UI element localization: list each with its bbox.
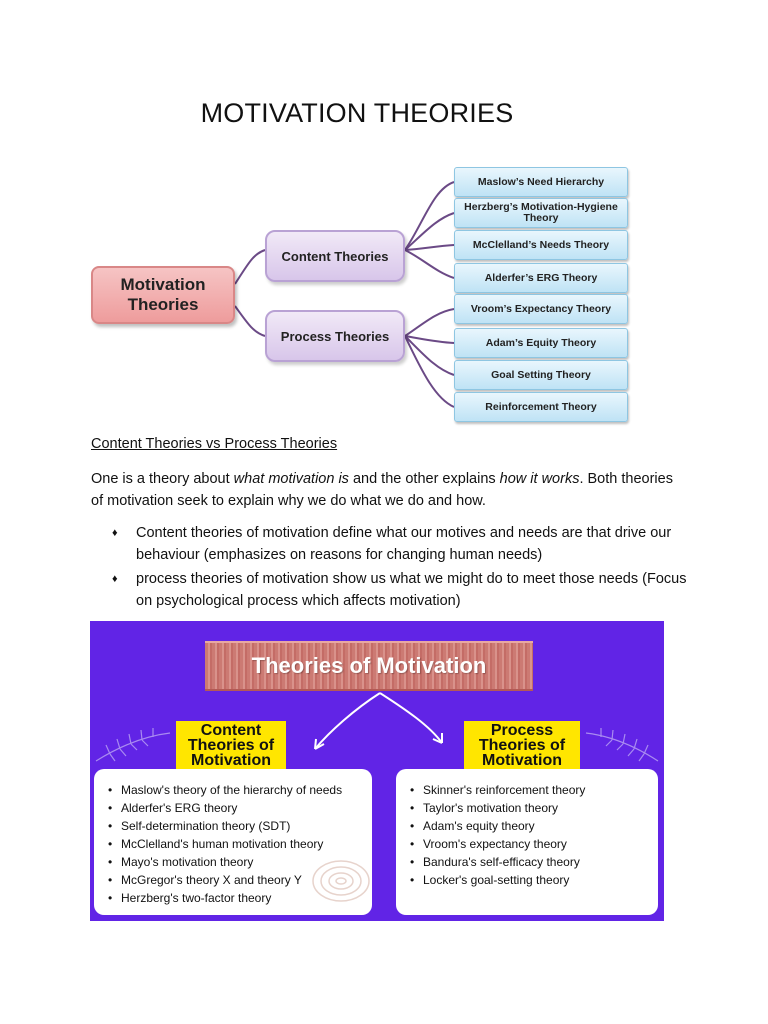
- connector-process-leaf-1: [404, 308, 455, 337]
- leaf-vroom: Vroom’s Expectancy Theory: [454, 294, 628, 324]
- theories-infographic: Theories of Motivation Content Theories …: [90, 621, 664, 921]
- list-item: Self-determination theory (SDT): [106, 817, 366, 835]
- list-item: McGregor's theory X and theory Y: [106, 871, 366, 889]
- list-item: Mayo's motivation theory: [106, 853, 366, 871]
- para-text-2: and the other explains: [348, 471, 500, 487]
- leaf-goal-setting: Goal Setting Theory: [454, 360, 628, 390]
- infographic-banner: Theories of Motivation: [205, 641, 533, 691]
- diamond-bullet-icon: ♦: [112, 527, 118, 539]
- connector-root-process: [234, 305, 266, 337]
- root-node: Motivation Theories: [91, 266, 235, 324]
- tag-line: Content: [200, 722, 262, 739]
- list-item: Skinner's reinforcement theory: [408, 781, 652, 799]
- list-item: Taylor's motivation theory: [408, 799, 652, 817]
- bullet-text: Content theories of motivation define wh…: [136, 525, 672, 563]
- list-item: Alderfer's ERG theory: [106, 799, 366, 817]
- process-theories-tag: Process Theories of Motivation: [464, 721, 580, 770]
- diamond-bullet-icon: ♦: [112, 573, 118, 585]
- leaf-maslow: Maslow’s Need Hierarchy: [454, 167, 628, 197]
- list-item: Vroom's expectancy theory: [408, 835, 652, 853]
- list-item: Adam's equity theory: [408, 817, 652, 835]
- connector-process-leaf-2: [404, 335, 455, 344]
- process-theories-list: Skinner's reinforcement theory Taylor's …: [408, 781, 652, 889]
- diagram-connectors: [234, 181, 455, 408]
- content-theories-card: Maslow's theory of the hierarchy of need…: [94, 769, 372, 915]
- connector-content-leaf-2: [404, 212, 455, 251]
- connector-process-leaf-4: [404, 335, 455, 408]
- connector-root-content: [234, 249, 266, 285]
- content-theories-list: Maslow's theory of the hierarchy of need…: [106, 781, 366, 907]
- page-title: MOTIVATION THEORIES: [200, 98, 514, 128]
- connector-content-leaf-4: [404, 249, 455, 279]
- intro-paragraph: One is a theory about what motivation is…: [91, 468, 681, 512]
- process-theories-card: Skinner's reinforcement theory Taylor's …: [396, 769, 658, 915]
- motivation-theories-diagram: Motivation Theories Content Theories Pro…: [88, 164, 636, 426]
- split-arrows-icon: [314, 692, 443, 750]
- bullet-list: ♦ Content theories of motivation define w…: [112, 522, 692, 614]
- list-item: Herzberg's two-factor theory: [106, 889, 366, 907]
- leaf-mcclelland: McClelland’s Needs Theory: [454, 230, 628, 260]
- leaf-adam: Adam’s Equity Theory: [454, 328, 628, 358]
- list-item: Bandura's self-efficacy theory: [408, 853, 652, 871]
- list-item: Locker's goal-setting theory: [408, 871, 652, 889]
- para-emphasis-1: what motivation is: [233, 471, 349, 487]
- content-theories-node: Content Theories: [265, 230, 405, 282]
- infographic-decorations: [95, 692, 659, 762]
- leaf-reinforcement: Reinforcement Theory: [454, 392, 628, 422]
- content-theories-tag: Content Theories of Motivation: [176, 721, 286, 770]
- laurel-left-icon: [95, 728, 171, 762]
- bullet-item: ♦ Content theories of motivation define w…: [112, 522, 692, 566]
- process-theories-node: Process Theories: [265, 310, 405, 362]
- tag-line: Motivation: [191, 752, 271, 769]
- list-item: Maslow's theory of the hierarchy of need…: [106, 781, 366, 799]
- leaf-herzberg: Herzberg’s Motivation-Hygiene Theory: [454, 198, 628, 228]
- section-heading: Content Theories vs Process Theories: [91, 436, 338, 452]
- para-emphasis-2: how it works: [499, 471, 580, 487]
- connector-content-leaf-3: [404, 244, 455, 251]
- tag-line: Theories of: [187, 737, 275, 754]
- list-item: McClelland's human motivation theory: [106, 835, 366, 853]
- tag-line: Motivation: [482, 752, 562, 769]
- para-text-3: . Both theories of motivation seek to ex…: [91, 471, 673, 509]
- bullet-item: ♦ process theories of motivation show us …: [112, 568, 692, 612]
- bullet-text: process theories of motivation show us w…: [136, 571, 687, 609]
- tag-line: Process: [490, 722, 554, 739]
- laurel-right-icon: [585, 728, 659, 762]
- leaf-alderfer: Alderfer’s ERG Theory: [454, 263, 628, 293]
- tag-line: Theories of: [478, 737, 566, 754]
- para-text-1: One is a theory about: [91, 471, 234, 487]
- connector-content-leaf-1: [404, 181, 455, 251]
- connector-process-leaf-3: [404, 335, 455, 376]
